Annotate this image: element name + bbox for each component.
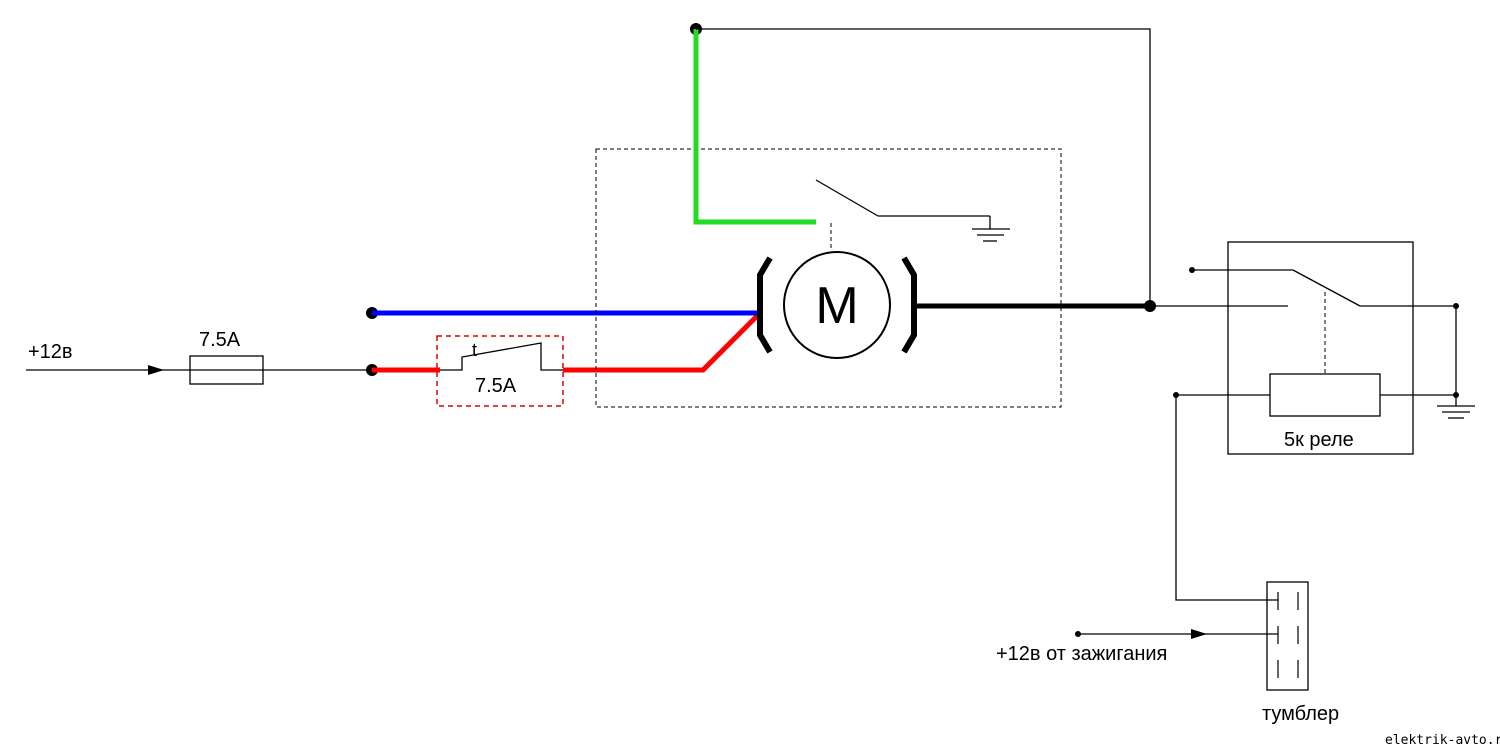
motor: M: [757, 251, 917, 359]
red-wire-right: [563, 311, 762, 373]
green-wire: [693, 29, 816, 225]
relay-box: [1227, 241, 1414, 455]
toggle-switch-body: [1266, 581, 1309, 691]
toggle-feed-wire: [1175, 395, 1278, 601]
motor-brush-left: [757, 256, 773, 354]
ground-icon: [972, 216, 1010, 242]
feedback-wire: [696, 28, 1151, 306]
ground-icon: [1437, 405, 1475, 419]
supply-label: +12в: [28, 341, 73, 363]
ignition-arrow: [1191, 629, 1207, 639]
motor-circle: [783, 251, 891, 359]
watermark: elektrik-avto.ru: [1385, 733, 1500, 748]
toggle-contacts: [1277, 592, 1299, 678]
motor-unit-boundary: [595, 148, 1062, 408]
supply-arrow: [148, 365, 164, 375]
thermal-fuse-label: 7.5A: [475, 375, 517, 397]
limit-switch-blade: [815, 179, 879, 217]
thermal-fuse-box: [436, 335, 564, 407]
thermal-fuse-contact: [440, 342, 563, 371]
relay-label: 5к реле: [1284, 429, 1354, 451]
thermal-symbol: t: [472, 340, 477, 360]
motor-symbol: M: [815, 277, 858, 335]
motor-brush-right: [901, 256, 917, 354]
ignition-label: +12в от зажигания: [996, 643, 1167, 665]
relay-blade: [1292, 269, 1361, 307]
toggle-label: тумблер: [1262, 703, 1339, 725]
main-fuse-label: 7.5A: [199, 329, 241, 351]
relay-coil: [1269, 373, 1381, 417]
